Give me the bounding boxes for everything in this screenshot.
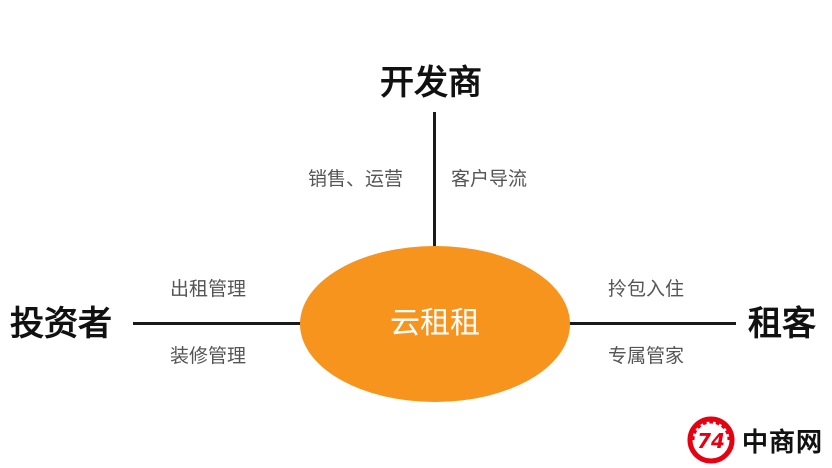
logo-mark-text: 74 bbox=[697, 429, 725, 453]
label-move-in-ready: 拎包入住 bbox=[608, 278, 685, 300]
label-customer-traffic: 客户导流 bbox=[451, 168, 528, 190]
hub-ellipse: 云租租 bbox=[300, 246, 570, 402]
label-dedicated-butler: 专属管家 bbox=[608, 345, 685, 367]
hub-label: 云租租 bbox=[390, 306, 480, 341]
logo-mark-icon: 74 bbox=[687, 416, 735, 464]
logo-text: 中商网 bbox=[742, 427, 824, 458]
connector-left bbox=[133, 322, 301, 325]
connector-top bbox=[433, 112, 436, 248]
node-investor: 投资者 bbox=[10, 304, 112, 344]
watermark-logo: 74 中商网 bbox=[686, 416, 826, 464]
label-rental-management: 出租管理 bbox=[170, 278, 247, 300]
label-sales-operations: 销售、运营 bbox=[308, 168, 404, 190]
connector-right bbox=[568, 322, 736, 325]
label-renovation-management: 装修管理 bbox=[170, 345, 247, 367]
node-developer: 开发商 bbox=[380, 63, 482, 103]
node-tenant: 租客 bbox=[748, 304, 816, 344]
